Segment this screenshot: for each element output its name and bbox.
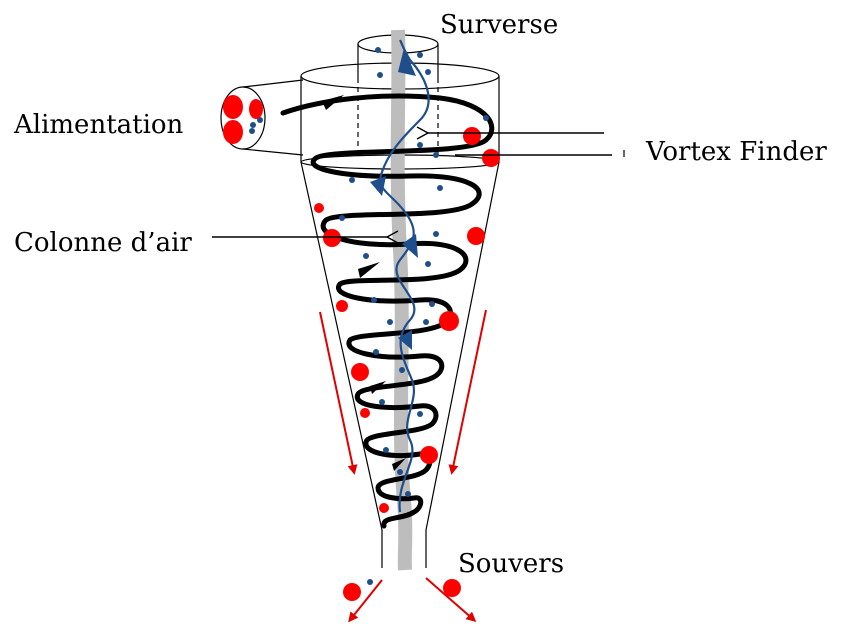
left-down-arrow [320,312,354,472]
coarse-particles [223,95,500,601]
vortex-finder-label: Vortex Finder [646,139,827,165]
underflow-label: Souvers [458,551,564,577]
air-column-label: Colonne d’air [14,230,192,256]
overflow-label: Surverse [440,12,558,38]
right-down-arrow [452,310,486,472]
feed-label: Alimentation [14,112,183,138]
